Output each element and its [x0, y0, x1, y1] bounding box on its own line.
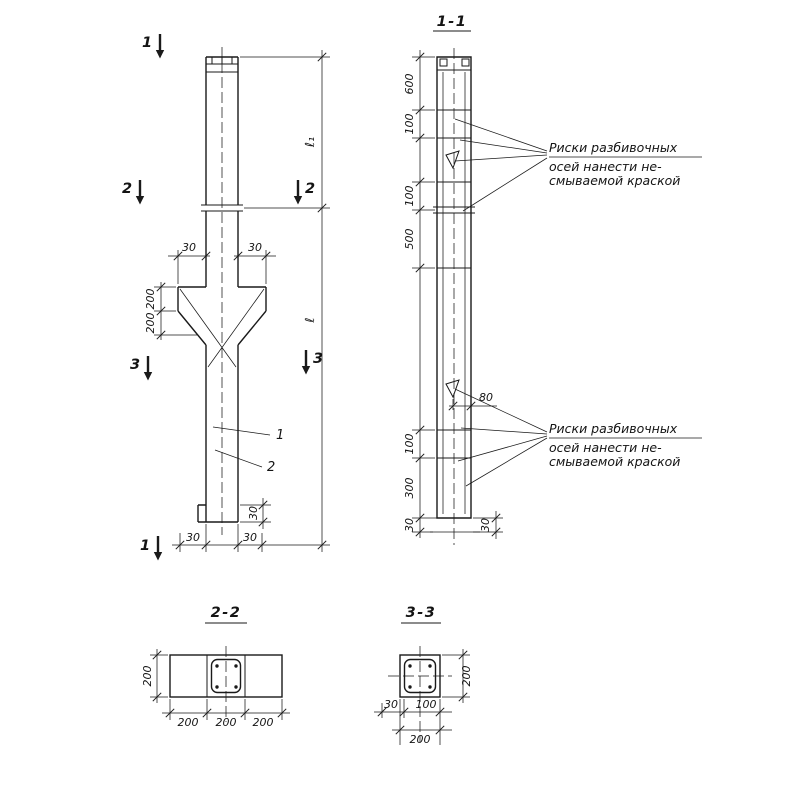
note-upper-line1: Риски разбивочных — [549, 140, 678, 155]
dimension-ticks — [156, 52, 327, 550]
section-2-2-view: 2-2 200 200 200 200 — [141, 605, 290, 729]
section-1-1-view: 1-1 600 100 100 500 100 300 — [403, 14, 702, 545]
section-2-2-title: 2-2 — [211, 605, 242, 621]
cut-mark-1-top-label: 1 — [142, 35, 152, 51]
dim-foot-side: 30 — [247, 506, 260, 520]
dim-3-3-width: 200 — [410, 733, 431, 746]
cut-mark-3-right: 3 — [301, 350, 323, 375]
section-3-3-view: 3-3 200 30 100 200 — [374, 605, 473, 746]
dim-corbel-left: 30 — [182, 241, 196, 254]
dim-length-upper: ℓ₁ — [302, 137, 317, 148]
elevation-view: 30 30 200 200 ℓ₁ ℓ 30 30 30 1 2 1 2 2 — [122, 34, 330, 561]
rebar-dots-3-3 — [408, 664, 432, 689]
section-1-1-title: 1-1 — [437, 14, 468, 30]
leader-lines-upper — [454, 118, 548, 212]
elevation-dimension-lines — [154, 50, 330, 552]
dim-3-3-offset: 30 — [384, 698, 398, 711]
dim-3-3-spacing: 100 — [416, 698, 437, 711]
dim-30-chain: 30 — [403, 518, 416, 532]
dim-100-top: 100 — [403, 114, 416, 135]
dim-3-3-height: 200 — [460, 666, 473, 687]
dim-corbel-right: 30 — [248, 241, 262, 254]
cut-mark-3-left: 3 — [130, 356, 153, 381]
dim-500: 500 — [403, 229, 416, 250]
rebar-dots-2-2 — [215, 664, 238, 689]
cut-mark-2-right-label: 2 — [305, 181, 315, 197]
annotation-upper: Риски разбивочных осей нанести не- смыва… — [454, 118, 702, 212]
dimension-ticks — [152, 650, 287, 718]
section-1-1-dimension-lines — [412, 50, 503, 539]
section-3-3-dimension-lines — [374, 649, 470, 745]
dim-corbel-lower: 200 — [144, 313, 157, 334]
part-label-1: 1 — [276, 428, 284, 443]
dimension-ticks — [415, 52, 501, 537]
section-2-2-dimension-lines — [150, 649, 290, 720]
cut-mark-1-bottom: 1 — [140, 536, 163, 561]
dim-corbel-upper: 200 — [144, 289, 157, 310]
cut-mark-2-right: 2 — [293, 180, 315, 205]
cut-mark-1-top: 1 — [142, 34, 165, 59]
dim-80: 80 — [479, 391, 493, 404]
risk-flag-upper — [445, 150, 460, 170]
section-rebar-lines — [442, 72, 466, 514]
note-upper-line3: смываемой краской — [549, 173, 680, 188]
annotation-lower: Риски разбивочных осей нанести не- смыва… — [454, 388, 702, 487]
risk-flag-lower — [445, 379, 460, 399]
section-column-outline — [436, 56, 472, 519]
dim-length-total: ℓ — [302, 317, 317, 323]
dim-600: 600 — [403, 74, 416, 95]
note-lower-line3: смываемой краской — [549, 454, 680, 469]
part-leader-lines — [212, 426, 271, 468]
cut-mark-1-bottom-label: 1 — [140, 538, 150, 554]
part-label-2: 2 — [267, 460, 275, 475]
dim-300: 300 — [403, 478, 416, 499]
corbel-diagonals — [179, 288, 265, 368]
note-upper-line2: осей нанести не- — [549, 159, 662, 174]
dim-foot-left: 30 — [186, 531, 200, 544]
cut-mark-3-right-label: 3 — [313, 351, 323, 367]
dim-2-2-w1: 200 — [178, 716, 199, 729]
leader-lines-lower — [454, 388, 548, 487]
cut-mark-2-left-label: 2 — [122, 181, 132, 197]
dim-100-mid: 100 — [403, 186, 416, 207]
dim-2-2-height: 200 — [141, 666, 154, 687]
dim-100-low: 100 — [403, 434, 416, 455]
note-lower-line1: Риски разбивочных — [549, 421, 678, 436]
note-lower-line2: осей нанести не- — [549, 440, 662, 455]
dim-foot-right: 30 — [243, 531, 257, 544]
cut-mark-3-left-label: 3 — [130, 357, 140, 373]
cut-mark-2-left: 2 — [122, 180, 145, 205]
dim-30-right: 30 — [479, 518, 492, 532]
dim-2-2-w3: 200 — [253, 716, 274, 729]
section-3-3-title: 3-3 — [406, 605, 437, 621]
dim-2-2-w2: 200 — [216, 716, 237, 729]
foundation-plan-dividers — [206, 655, 246, 697]
